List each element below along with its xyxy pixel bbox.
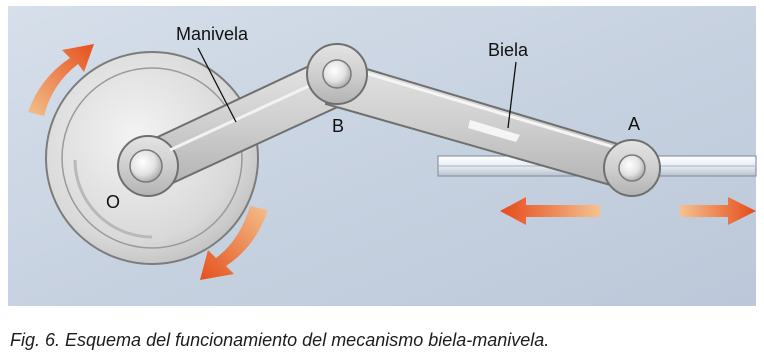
caption-area (0, 306, 764, 358)
label-point-a: A (628, 114, 640, 134)
center-pin-o (129, 149, 163, 183)
joint-b (306, 43, 368, 105)
label-biela: Biela (488, 40, 529, 60)
double-headed-orange-arrow-icon (500, 197, 756, 225)
joint-a-slider (603, 139, 661, 197)
label-manivela: Manivela (176, 24, 249, 44)
label-point-o: O (106, 192, 120, 212)
curved-orange-arrow-top-icon (28, 44, 94, 116)
manivela-leader-line (197, 47, 237, 123)
biela-leader-line (507, 61, 517, 129)
label-point-b: B (332, 116, 344, 136)
curved-orange-arrow-bottom-icon (200, 206, 268, 280)
figure-caption: Fig. 6. Esquema del funcionamiento del m… (10, 330, 550, 350)
